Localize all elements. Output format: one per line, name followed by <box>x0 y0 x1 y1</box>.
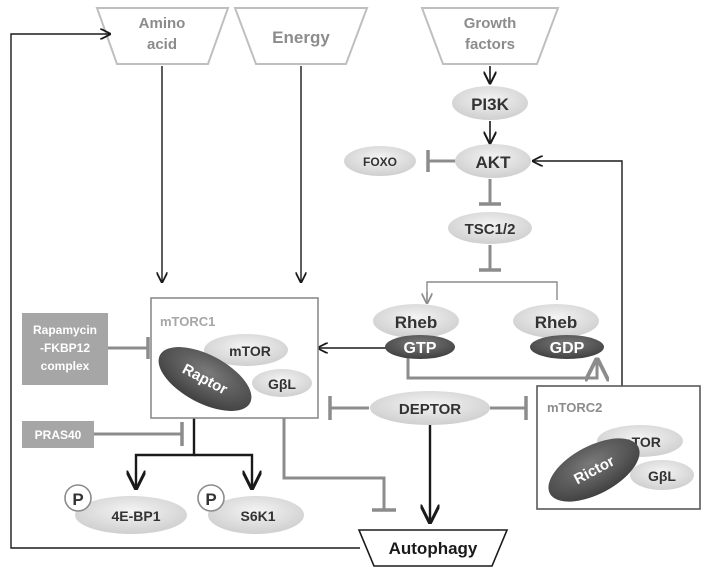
autophagy-output: Autophagy <box>357 529 509 567</box>
arrow-mtorc2-to-akt <box>533 161 623 386</box>
growth-factors-input: Growth factors <box>420 7 560 65</box>
tsc-label: TSC1/2 <box>465 221 516 238</box>
mtorc1-complex: mTORC1 mTOR GβL Raptor <box>150 297 319 419</box>
rapamycin-label-3: complex <box>41 359 90 373</box>
rapamycin-label-1: Rapamycin <box>33 323 97 337</box>
mtorc2-gbl-subunit <box>630 460 694 490</box>
amino-acid-input: Amino acid <box>95 7 230 65</box>
gdp-label: GDP <box>550 340 585 357</box>
akt-label: AKT <box>476 153 512 172</box>
s6k1-node: S6K1 P <box>197 484 304 534</box>
rheb-gdp-node: Rheb GDP <box>513 304 604 359</box>
growth-factors-label-1: Growth <box>464 15 517 32</box>
gtp-gdp-cycle <box>406 358 597 378</box>
mtorc1-gbl-label: GβL <box>268 376 296 392</box>
tsc-node: TSC1/2 <box>448 212 532 244</box>
deptor-node: DEPTOR <box>370 391 490 425</box>
mtorc2-complex: mTORC2 mTOR GβL Rictor <box>536 385 701 510</box>
rapamycin-box: Rapamycin -FKBP12 complex <box>22 313 108 385</box>
mtorc1-mtor-label: mTOR <box>229 343 271 359</box>
foxo-label: FOXO <box>363 155 397 169</box>
energy-label: Energy <box>272 28 330 47</box>
energy-input: Energy <box>233 7 369 65</box>
phospho-s6k1-label: P <box>205 490 216 509</box>
raptor-subunit <box>158 347 252 411</box>
growth-factors-label-2: factors <box>465 36 515 53</box>
amino-acid-label-1: Amino <box>139 15 186 32</box>
rheb-gtp-label: Rheb <box>395 313 438 332</box>
inhibit-mtorc1-autophagy <box>282 418 386 510</box>
rapamycin-label-2: -FKBP12 <box>40 341 90 355</box>
arrow-mtorc1-to-s6k1 <box>194 453 252 488</box>
deptor-label: DEPTOR <box>399 401 461 418</box>
mtorc2-gbl-label: GβL <box>648 468 676 484</box>
pi3k-label: PI3K <box>471 95 510 114</box>
arrow-mtorc1-to-4ebp1 <box>136 418 196 488</box>
phospho-s6k1-icon <box>197 484 225 512</box>
phospho-4ebp1-icon <box>64 484 92 512</box>
rheb-gtp-node: Rheb GTP <box>373 304 459 359</box>
4ebp1-node: 4E-BP1 P <box>64 484 187 534</box>
connectors <box>10 34 623 549</box>
foxo-node: FOXO <box>344 146 416 176</box>
rheb-branch <box>426 281 558 300</box>
akt-node: AKT <box>455 144 531 178</box>
pras40-label: PRAS40 <box>35 428 82 442</box>
pi3k-node: PI3K <box>452 86 528 120</box>
rheb-gdp-label: Rheb <box>535 313 578 332</box>
mtorc1-label: mTORC1 <box>160 314 215 329</box>
4ebp1-label: 4E-BP1 <box>111 508 160 524</box>
gtp-label: GTP <box>404 340 437 357</box>
autophagy-label: Autophagy <box>389 539 478 558</box>
mtorc2-label: mTORC2 <box>547 400 602 415</box>
mtorc1-mtor-subunit <box>204 334 288 366</box>
mtorc1-gbl-subunit <box>252 369 312 397</box>
arrow-autophagy-to-amino-acid <box>10 34 360 549</box>
amino-acid-label-2: acid <box>147 36 177 53</box>
pras40-box: PRAS40 <box>22 421 94 448</box>
s6k1-label: S6K1 <box>240 508 275 524</box>
rictor-subunit <box>548 438 640 502</box>
phospho-4ebp1-label: P <box>72 490 83 509</box>
